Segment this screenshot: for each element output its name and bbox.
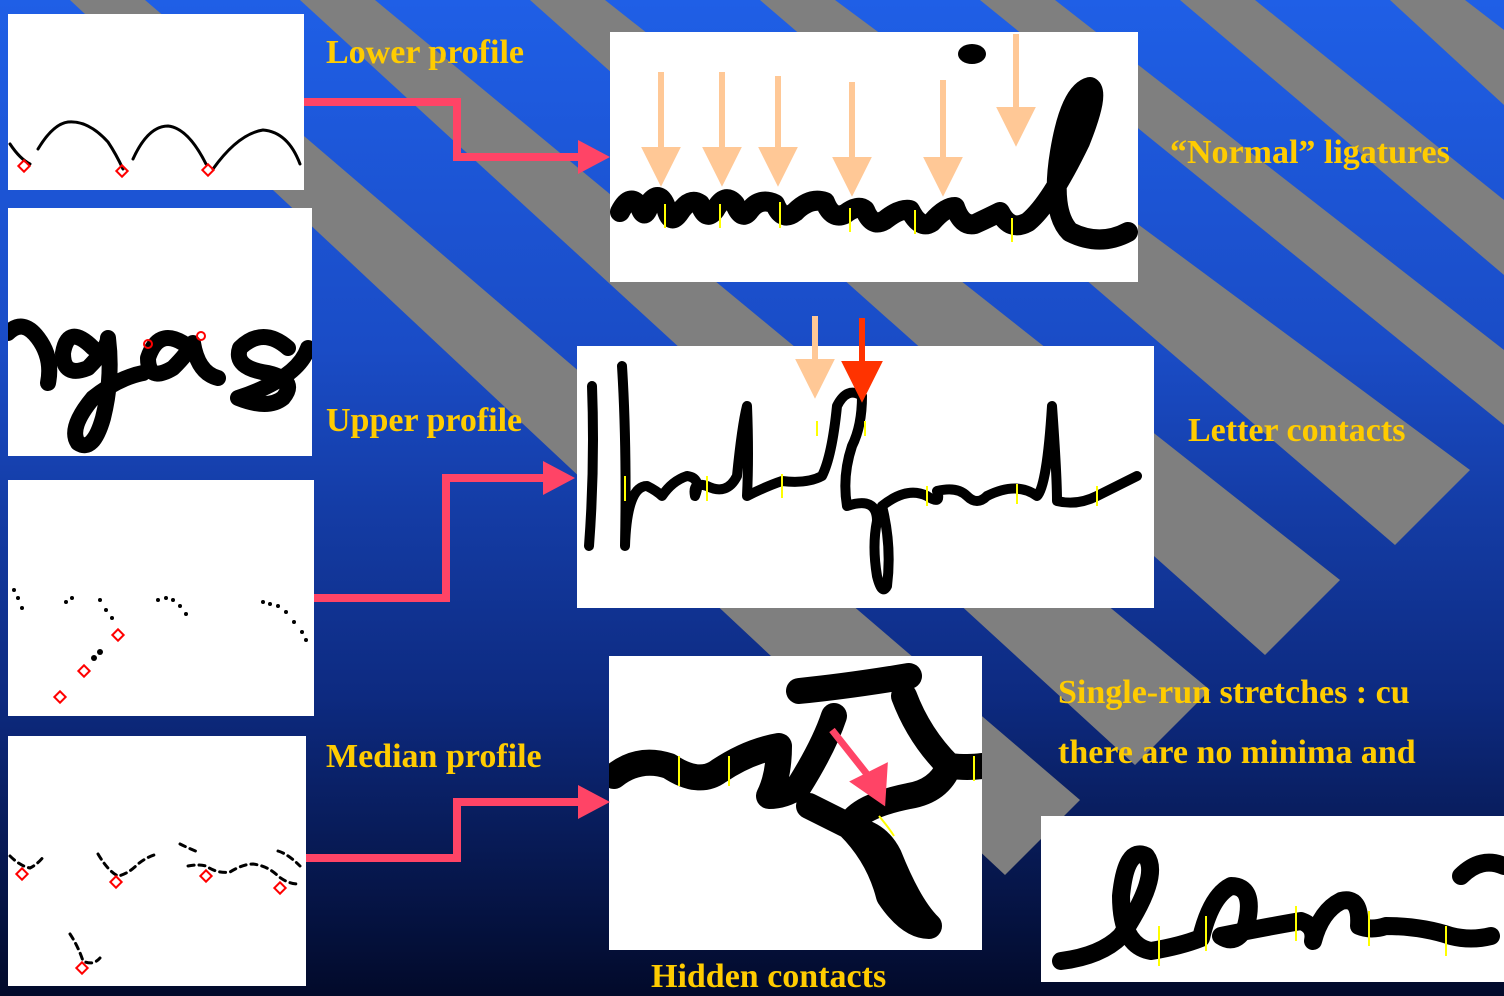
minima-marker [16,158,32,174]
upper-profile-label: Upper profile [326,402,523,439]
single-run-word-image [1041,816,1504,982]
lower-profile-image [8,14,304,190]
upper-profile-word-image [8,208,312,456]
hartford-word-image [577,346,1154,608]
minima-marker [114,163,130,179]
single-run-label-line1: Single-run stretches : cu [1058,674,1410,711]
lower-profile-label: Lower profile [326,34,524,71]
normal-ligatures-label: “Normal” ligatures [1170,134,1450,171]
median-profile-image [8,736,306,986]
stripe-6 [1180,0,1504,275]
profile-marker [143,339,153,349]
minima-marker [200,162,216,178]
profile-marker [196,331,206,341]
single-run-label-line2: there are no minima and [1058,734,1416,771]
manil-word-image [610,32,1138,282]
upper-profile-image [8,480,314,716]
median-profile-label: Median profile [326,738,542,775]
hidden-contacts-image [609,656,982,950]
stripe-7 [1390,0,1504,105]
hidden-contacts-label: Hidden contacts [651,958,887,995]
letter-contacts-label: Letter contacts [1188,412,1406,449]
